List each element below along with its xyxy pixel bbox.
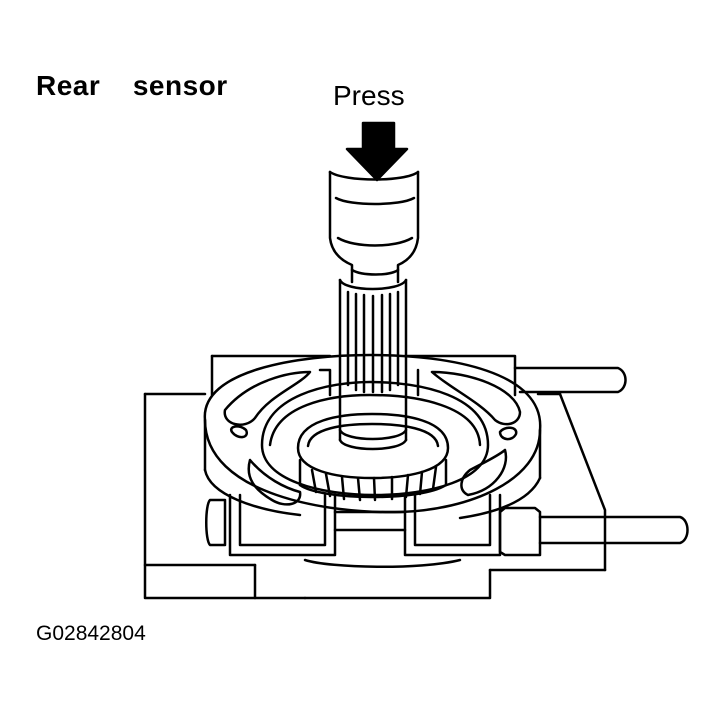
diagram-title: Rear sensor: [36, 70, 228, 101]
puller-bolts: [205, 366, 689, 557]
arrow-down-icon: [345, 121, 409, 182]
press-label: Press: [333, 80, 405, 111]
bearing: [296, 412, 450, 502]
shaft: [338, 278, 408, 451]
figure-id: G02842804: [36, 622, 146, 645]
support-block: [143, 392, 607, 600]
press-tool: [328, 170, 420, 284]
puller-jaws: [228, 368, 502, 557]
puller-plate: [203, 353, 542, 520]
